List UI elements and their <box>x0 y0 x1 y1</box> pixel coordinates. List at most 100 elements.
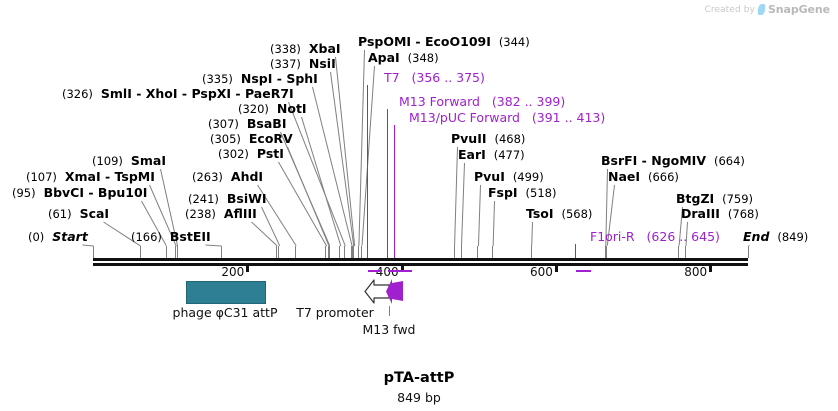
restriction-site-tick[interactable] <box>606 246 608 258</box>
enzyme-label[interactable]: EarI (477) <box>458 148 525 162</box>
restriction-site-tick[interactable] <box>278 246 280 258</box>
enzyme-names: TsoI <box>526 206 554 221</box>
enzyme-name: DraIII <box>681 206 720 221</box>
primer-range: (626 .. 645) <box>646 229 720 244</box>
restriction-site-tick[interactable] <box>453 246 455 258</box>
enzyme-label[interactable]: BtgZI (759) <box>676 192 753 206</box>
restriction-site-tick[interactable] <box>327 246 329 258</box>
enzyme-label[interactable]: (335) NspI - SphI <box>202 72 318 86</box>
restriction-site-tick[interactable] <box>176 246 178 258</box>
primer-span-bar[interactable] <box>367 270 383 272</box>
enzyme-label[interactable]: PvuII (468) <box>451 132 525 146</box>
enzyme-label[interactable]: DraIII (768) <box>681 207 759 221</box>
enzyme-label[interactable]: (320) NotI <box>238 102 307 116</box>
enzyme-label[interactable]: (305) EcoRV <box>210 132 293 146</box>
primer-span-bar[interactable] <box>394 270 412 272</box>
primer-span-bar[interactable] <box>575 270 591 272</box>
restriction-site-tick[interactable] <box>139 246 141 258</box>
plasmid-backbone-top <box>93 258 748 261</box>
enzyme-label[interactable]: (238) AflIII <box>185 207 257 221</box>
restriction-site-tick[interactable] <box>295 246 297 258</box>
enzyme-name: NaeI <box>608 169 641 184</box>
enzyme-label[interactable]: BsrFI - NgoMIV (664) <box>601 154 745 168</box>
enzyme-label[interactable]: (107) XmaI - TspMI <box>26 170 155 184</box>
ruler-label: 600 <box>529 265 553 279</box>
feature-attp-box[interactable] <box>186 281 266 304</box>
restriction-site-tick[interactable] <box>604 246 606 258</box>
restriction-site-tick[interactable] <box>175 246 177 258</box>
enzyme-name: NotI <box>276 101 307 116</box>
enzyme-label[interactable]: (263) AhdI <box>192 170 263 184</box>
feature-attp-label[interactable]: phage φC31 attP <box>172 305 278 320</box>
restriction-site-tick[interactable] <box>339 246 341 258</box>
ruler-label: 800 <box>684 265 708 279</box>
restriction-site-tick[interactable] <box>353 246 355 258</box>
enzyme-position: (568) <box>561 207 593 221</box>
enzyme-position: (302) <box>218 147 249 161</box>
primer-span-bar[interactable] <box>387 270 401 272</box>
enzyme-name: SmaI <box>130 153 167 168</box>
primer-label[interactable]: T7 (356 .. 375) <box>384 71 485 84</box>
enzyme-label[interactable]: (109) SmaI <box>92 154 166 168</box>
enzyme-label[interactable]: (241) BsiWI <box>188 192 267 206</box>
enzyme-name: XhoI <box>145 86 178 101</box>
enzyme-names: AflIII <box>224 206 257 221</box>
enzyme-label[interactable]: End (849) <box>743 230 808 244</box>
restriction-site-tick[interactable] <box>276 246 278 258</box>
enzyme-label[interactable]: ApaI (348) <box>368 51 439 65</box>
restriction-site-tick[interactable] <box>92 246 94 258</box>
enzyme-name: Bpu10I <box>97 185 148 200</box>
ruler-tick <box>400 263 404 272</box>
enzyme-label[interactable]: (61) ScaI <box>48 207 109 221</box>
enzyme-names: BsrFI - NgoMIV <box>601 153 706 168</box>
enzyme-label[interactable]: (307) BsaBI <box>208 117 286 131</box>
plasmid-size: 849 bp <box>397 390 441 405</box>
restriction-site-tick[interactable] <box>344 246 345 258</box>
restriction-site-tick[interactable] <box>357 246 359 258</box>
restriction-site-tick[interactable] <box>747 246 749 258</box>
enzyme-names: BtgZI <box>676 191 714 206</box>
primer-range: (382 .. 399) <box>491 94 566 109</box>
enzyme-label[interactable]: (326) SmlI - XhoI - PspXI - PaeR7I <box>62 87 294 101</box>
feature-m13-fwd-arrow[interactable] <box>385 278 405 305</box>
enzyme-name: FspI <box>488 185 518 200</box>
enzyme-position: (664) <box>713 154 745 168</box>
enzyme-label[interactable]: (95) BbvCI - Bpu10I <box>12 186 147 200</box>
restriction-site-tick[interactable] <box>352 246 354 258</box>
enzyme-name-separator: - <box>637 153 652 168</box>
restriction-site-tick[interactable] <box>492 246 494 258</box>
enzyme-label[interactable]: (338) XbaI <box>270 42 341 56</box>
enzyme-label[interactable]: NaeI (666) <box>608 170 679 184</box>
restriction-site-tick[interactable] <box>685 246 686 258</box>
restriction-site-tick[interactable] <box>165 246 167 258</box>
primer-label[interactable]: M13/pUC Forward (391 .. 413) <box>409 111 605 124</box>
enzyme-label[interactable]: FspI (518) <box>488 186 556 200</box>
enzyme-names: DraIII <box>681 206 720 221</box>
enzyme-names: ScaI <box>80 206 110 221</box>
feature-m13-fwd-label[interactable]: M13 fwd <box>362 322 416 337</box>
restriction-site-tick[interactable] <box>350 246 352 258</box>
primer-label[interactable]: M13 Forward (382 .. 399) <box>399 95 565 108</box>
plasmid-backbone-bottom <box>93 263 748 266</box>
restriction-site-tick[interactable] <box>460 246 462 258</box>
feature-t7-promoter-arrow[interactable] <box>364 279 390 304</box>
enzyme-label[interactable]: (337) NsiI <box>270 57 336 71</box>
enzyme-label[interactable]: PvuI (499) <box>474 170 544 184</box>
enzyme-position: (305) <box>210 132 241 146</box>
restriction-site-tick[interactable] <box>220 246 222 258</box>
restriction-site-tick[interactable] <box>329 246 331 258</box>
feature-t7-promoter-label[interactable]: T7 promoter <box>296 305 374 320</box>
enzyme-names: PvuII <box>451 131 487 146</box>
enzyme-name-separator: - <box>411 34 425 49</box>
enzyme-label[interactable]: TsoI (568) <box>526 207 592 221</box>
enzyme-label[interactable]: (302) PstI <box>218 147 284 161</box>
restriction-site-tick[interactable] <box>360 246 362 258</box>
restriction-site-tick[interactable] <box>477 246 479 258</box>
restriction-site-tick[interactable] <box>530 246 532 258</box>
restriction-site-tick[interactable] <box>325 246 327 258</box>
primer-label[interactable]: F1ori-R (626 .. 645) <box>590 230 720 243</box>
enzyme-label[interactable]: (0) Start <box>28 230 88 244</box>
restriction-site-tick[interactable] <box>678 246 680 258</box>
enzyme-label[interactable]: (166) BstEII <box>131 230 211 244</box>
enzyme-label[interactable]: PspOMI - EcoO109I (344) <box>358 35 530 49</box>
